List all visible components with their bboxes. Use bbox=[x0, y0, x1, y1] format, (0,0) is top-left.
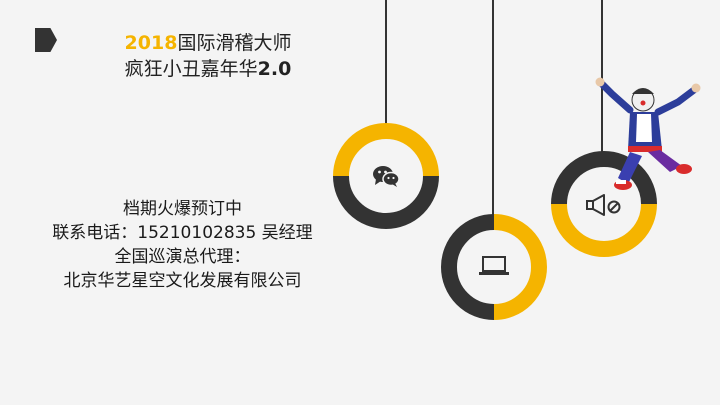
title-line-2-text: 疯狂小丑嘉年华 bbox=[124, 58, 258, 80]
ring-laptop bbox=[441, 214, 547, 320]
ring-megaphone bbox=[551, 151, 657, 257]
performer-image bbox=[595, 77, 701, 190]
title-block: 2018国际滑稽大师 疯狂小丑嘉年华2.0 bbox=[108, 30, 308, 82]
contact-block: 档期火爆预订中 联系电话：15210102835 吴经理 全国巡演总代理： 北京… bbox=[10, 197, 355, 293]
contact-line-3: 全国巡演总代理： bbox=[114, 247, 251, 267]
megaphone-icon bbox=[586, 194, 621, 216]
laptop-icon bbox=[479, 256, 509, 275]
wechat-icon bbox=[373, 166, 400, 187]
title-version: 2.0 bbox=[257, 58, 292, 80]
contact-line-2: 联系电话：15210102835 吴经理 bbox=[52, 223, 313, 243]
title-line-1: 2018国际滑稽大师 bbox=[108, 30, 308, 56]
tab-marker-icon bbox=[35, 28, 57, 52]
title-line-2: 疯狂小丑嘉年华2.0 bbox=[108, 56, 308, 82]
ring-wechat bbox=[333, 123, 439, 229]
title-year: 2018 bbox=[124, 32, 178, 54]
title-line-1-text: 国际滑稽大师 bbox=[177, 32, 292, 54]
contact-line-1: 档期火爆预订中 bbox=[123, 199, 242, 219]
contact-line-4: 北京华艺星空文化发展有限公司 bbox=[63, 271, 302, 291]
